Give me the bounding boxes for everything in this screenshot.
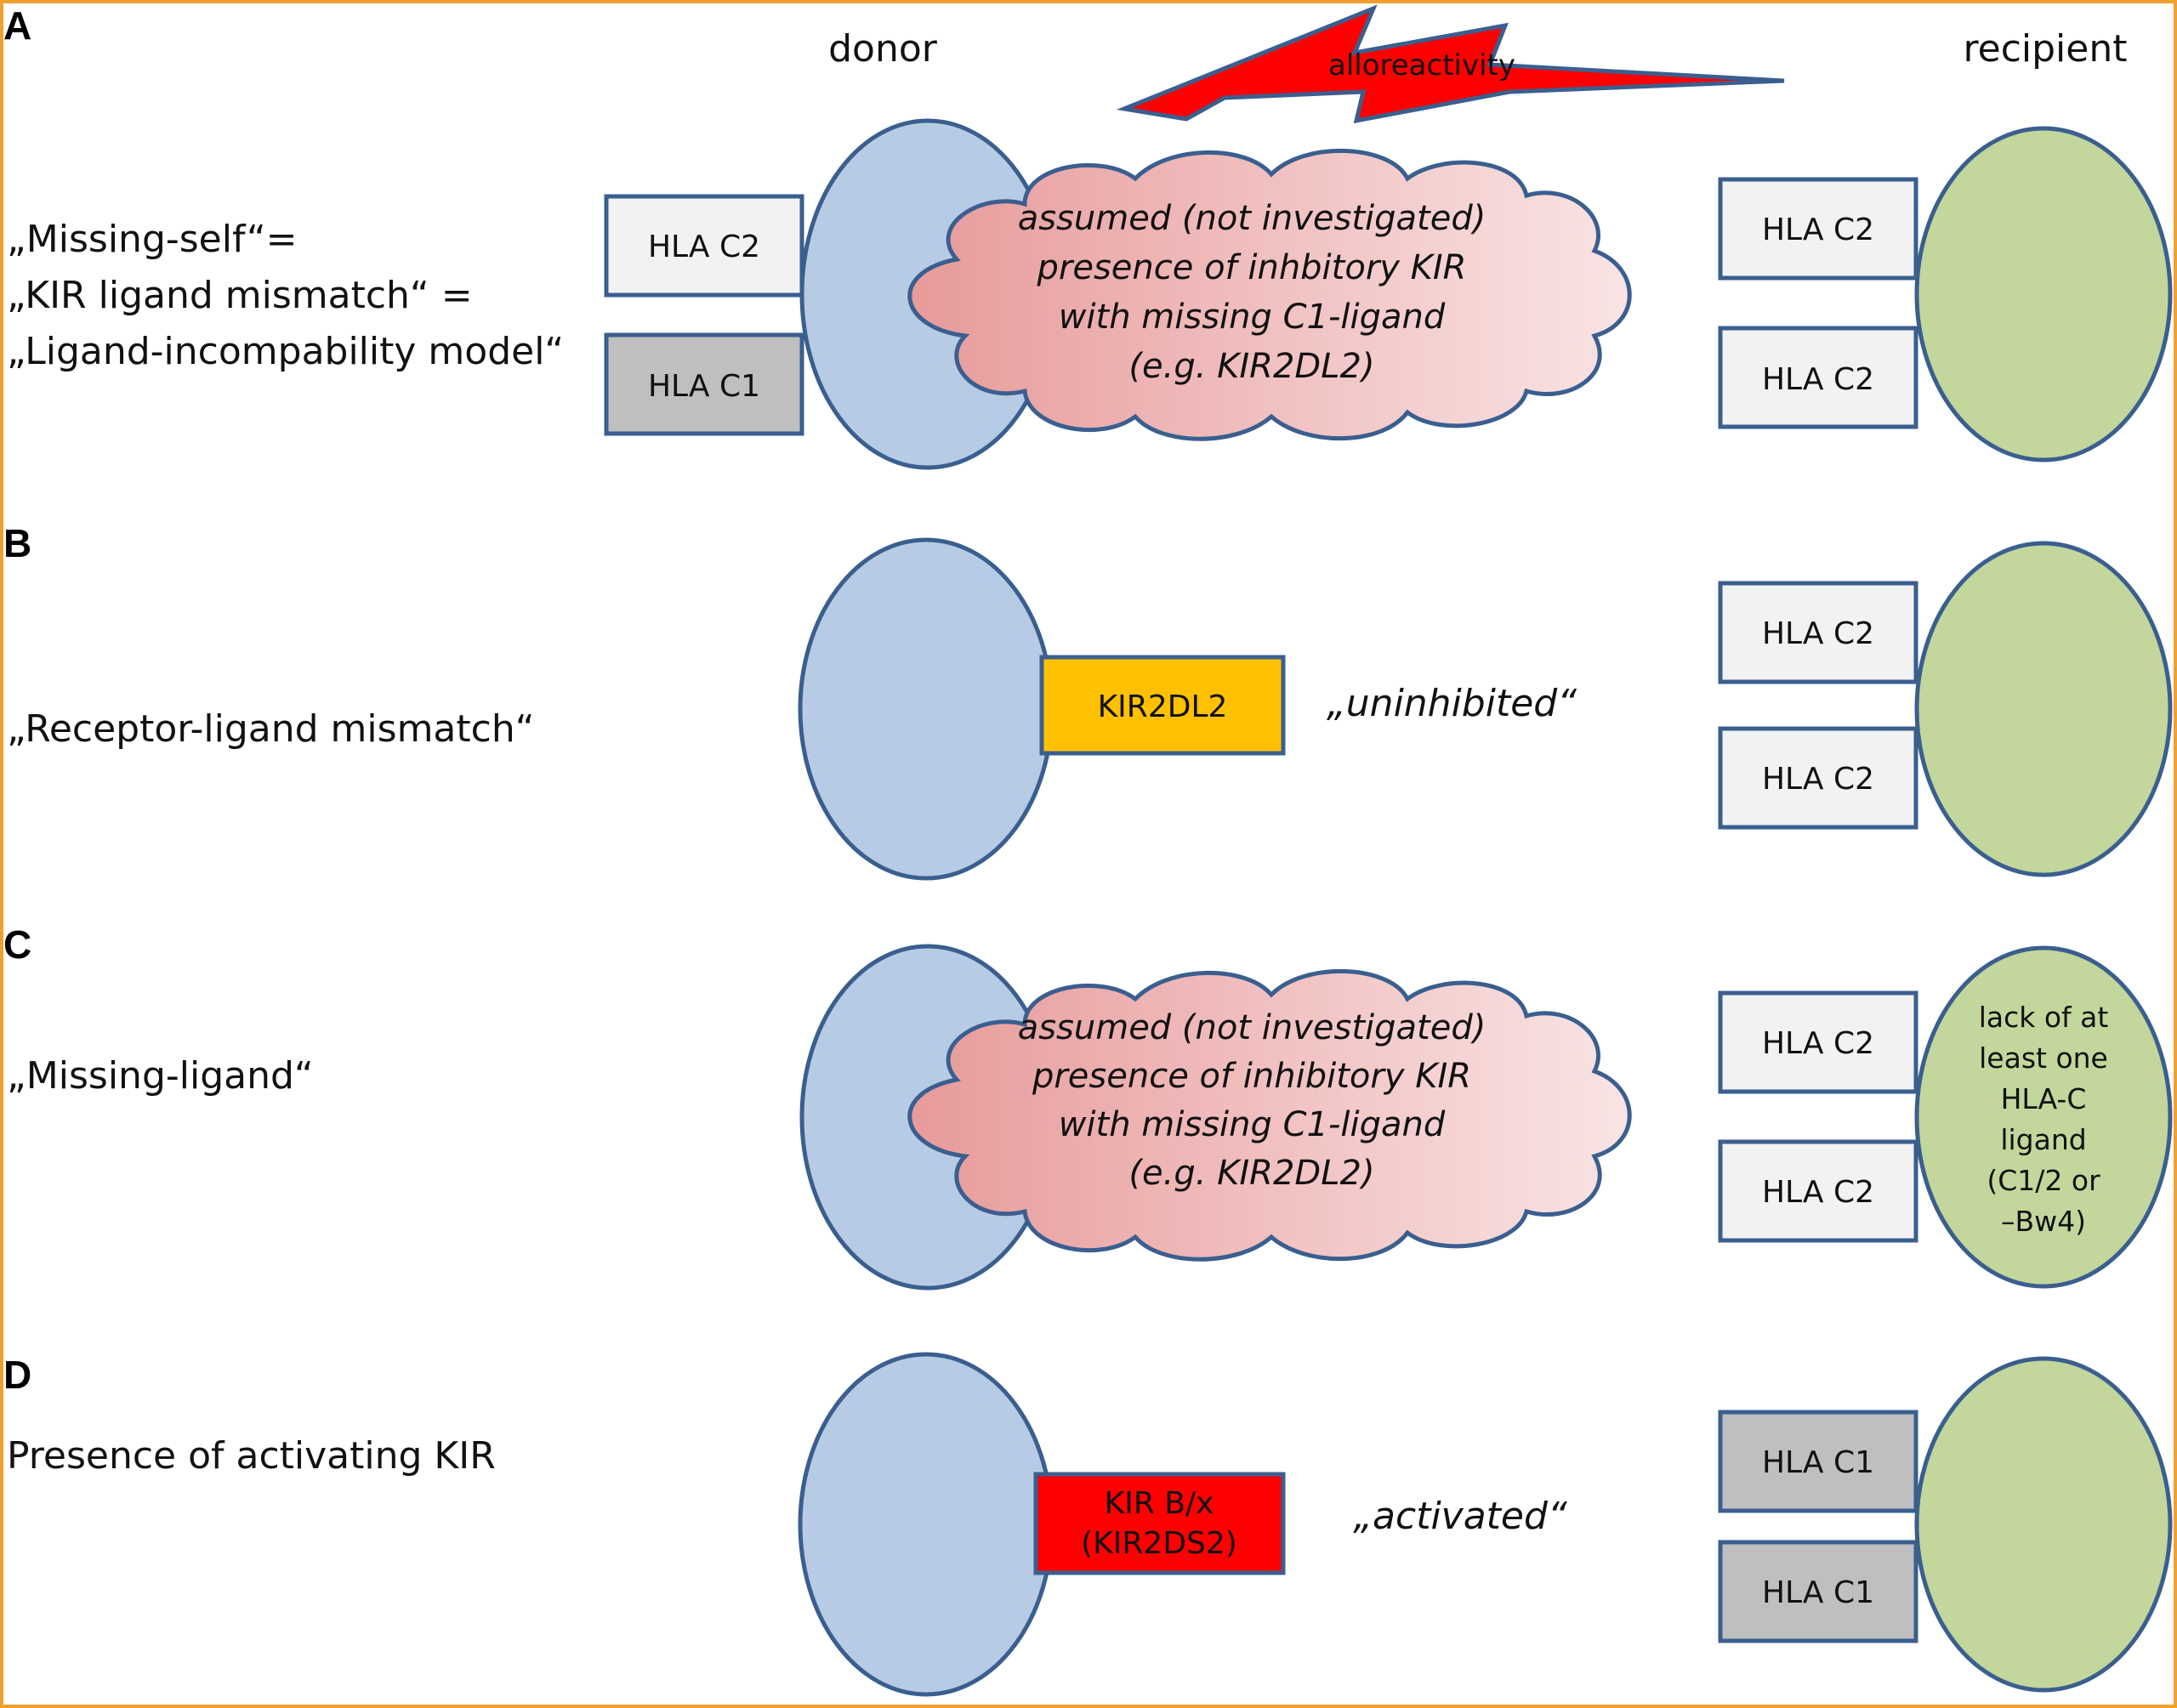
panel-b-letter: B (3, 521, 31, 565)
panel-a-label-line-2: „KIR ligand mismatch“ = (7, 274, 473, 317)
panel-a-recipient-box-1 (1718, 177, 1918, 281)
panel-c-cell-line-3: HLA-C (2001, 1082, 2087, 1115)
panel-d-recipient-cell (1914, 1356, 2173, 1693)
panel-a-recipient-box-2-label: HLA C2 (1762, 362, 1874, 397)
panel-d-label: Presence of activating KIR (7, 1434, 496, 1478)
panel-c-label: „Missing-ligand“ (7, 1054, 314, 1098)
panel-c-cloud-line-2: presence of inhibitory KIR (1032, 1057, 1471, 1096)
panel-b: B „Receptor-ligand mismatch“ KIR2DL2 „un… (3, 521, 2173, 881)
panel-b-recipient-box-2 (1718, 726, 1918, 830)
panel-c-recipient-box-1 (1718, 990, 1918, 1094)
panel-b-recipient-box-2-label: HLA C2 (1762, 762, 1874, 797)
panel-c-recipient-box-2-label: HLA C2 (1762, 1175, 1874, 1210)
panel-d-letter: D (3, 1353, 31, 1397)
panel-a-donor-box-2-label: HLA C1 (648, 369, 760, 404)
panel-c-cell-line-2: least one (1979, 1041, 2108, 1075)
panel-a-cloud-line-1: assumed (not investigated) (1018, 199, 1486, 238)
panel-b-recipient-box-1 (1718, 581, 1918, 684)
panel-c-cloud-line-1: assumed (not investigated) (1018, 1008, 1486, 1047)
panel-c-letter: C (3, 922, 31, 967)
panel-d-recipient-box-1 (1718, 1410, 1918, 1513)
panel-a-recipient-cell (1914, 126, 2173, 462)
panel-c-cell-line-1: lack of at (1979, 1001, 2109, 1034)
panel-a-cloud-line-2: presence of inhbitory KIR (1037, 248, 1467, 287)
panel-a: A „Missing-self“= „KIR ligand mismatch“ … (3, 3, 2173, 470)
panel-b-receptor-label: KIR2DL2 (1098, 689, 1228, 724)
panel-a-label-line-3: „Ligand-incompability model“ (7, 330, 564, 373)
panel-a-cloud-line-3: with missing C1-ligand (1059, 298, 1446, 337)
panel-a-letter: A (3, 3, 31, 48)
alloreactivity-lightning (1116, 4, 1785, 124)
panel-a-label-line-1: „Missing-self“= (7, 218, 298, 261)
alloreactivity-label: alloreactivity (1328, 48, 1515, 82)
panel-b-recipient-cell (1914, 541, 2173, 877)
panel-b-donor-cell (798, 537, 1054, 881)
panel-d-recipient-box-2-label: HLA C1 (1762, 1575, 1874, 1610)
panel-b-receptor-box (1039, 655, 1286, 756)
panel-c-recipient-cell (1914, 945, 2173, 1289)
panel-b-recipient-box-1-label: HLA C2 (1762, 616, 1874, 651)
panel-b-status: „uninhibited“ (1327, 682, 1577, 725)
panel-d-receptor-line-2: (KIR2DS2) (1081, 1526, 1237, 1561)
panel-c: C „Missing-ligand“ assumed (not investig… (3, 922, 2173, 1291)
panel-a-donor-box-2 (604, 332, 804, 436)
panel-b-label: „Receptor-ligand mismatch“ (7, 707, 535, 751)
panel-d-donor-cell (798, 1352, 1054, 1697)
panel-c-recipient-box-1-label: HLA C2 (1762, 1026, 1874, 1061)
panel-c-recipient-box-2 (1718, 1139, 1918, 1243)
panel-a-recipient-box-2 (1718, 326, 1918, 429)
donor-heading: donor (828, 27, 938, 71)
panel-a-donor-box-1-label: HLA C2 (648, 230, 760, 264)
panel-a-cloud-line-4: (e.g. KIR2DL2) (1128, 347, 1374, 386)
panel-c-cell-line-4: ligand (2000, 1123, 2086, 1156)
panel-d-recipient-box-1-label: HLA C1 (1762, 1445, 1874, 1480)
panel-d-receptor-box (1033, 1472, 1286, 1575)
panel-d-recipient-box-2 (1718, 1540, 1918, 1643)
panel-c-cloud-line-4: (e.g. KIR2DL2) (1128, 1154, 1374, 1193)
panel-c-cloud-line-3: with missing C1-ligand (1059, 1105, 1446, 1144)
panel-c-cell-line-5: (C1/2 or (1987, 1164, 2100, 1197)
recipient-heading: recipient (1964, 27, 2128, 71)
panel-d-receptor-line-1: KIR B/x (1105, 1486, 1214, 1521)
panel-d: D Presence of activating KIR KIR B/x (KI… (3, 1352, 2173, 1697)
panel-c-cell-line-6: –Bw4) (2001, 1205, 2086, 1238)
panel-d-status: „activated“ (1353, 1495, 1567, 1538)
panel-a-donor-box-1 (604, 194, 804, 298)
panel-a-recipient-box-1-label: HLA C2 (1762, 213, 1874, 247)
